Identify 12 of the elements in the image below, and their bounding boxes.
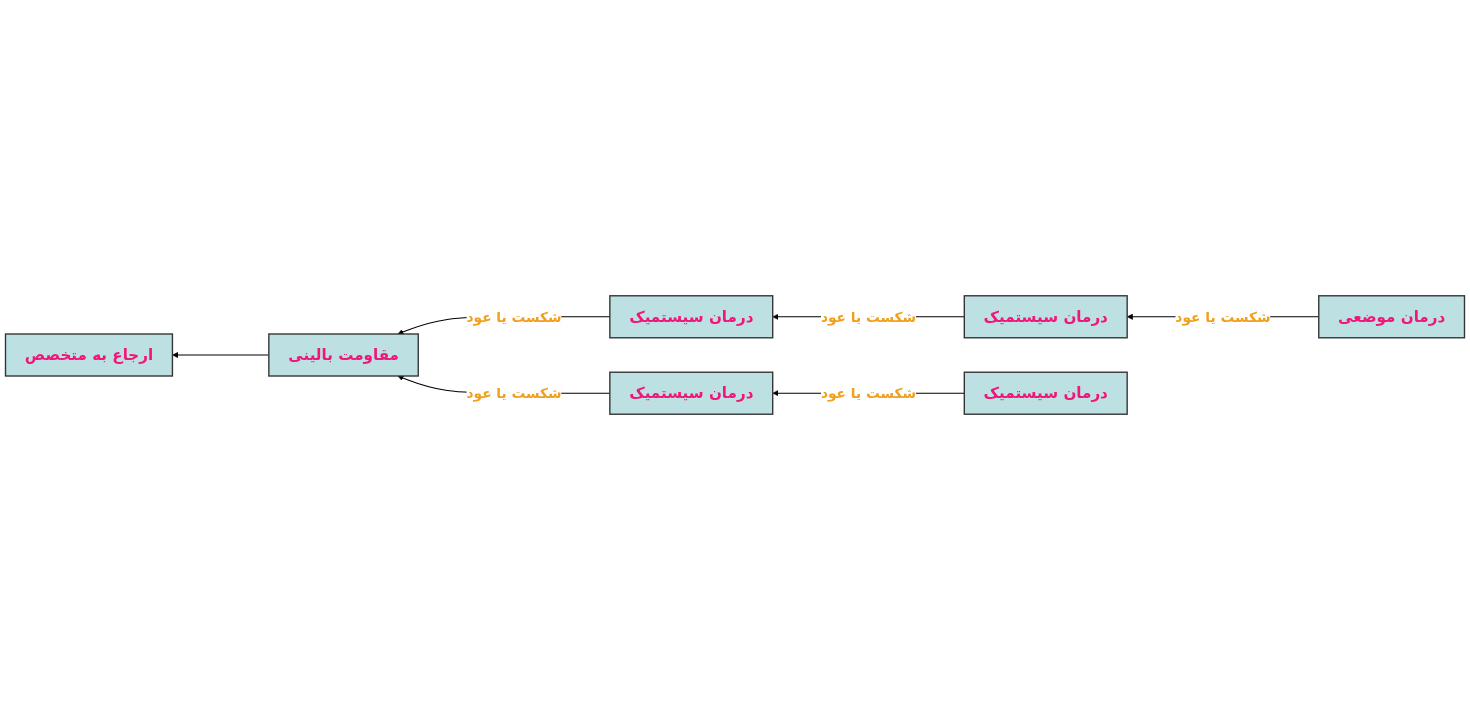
node-box: درمان سیستمیک <box>963 295 1128 339</box>
node-box: مقاومت بالینی <box>268 333 419 377</box>
edge-label: شکست یا عود <box>820 384 917 402</box>
node-box: ارجاع به متخصص <box>4 333 174 377</box>
node-box: درمان سیستمیک <box>609 295 774 339</box>
edge-label: شکست یا عود <box>820 308 917 326</box>
edge-label: شکست یا عود <box>1175 308 1271 326</box>
edge-label: شکست یا عود <box>466 308 562 326</box>
edge-label: شکست یا عود <box>466 384 562 402</box>
node-box: درمان سیستمیک <box>609 371 774 415</box>
node-box: درمان موضعی <box>1318 295 1466 339</box>
node-box: درمان سیستمیک <box>963 371 1128 415</box>
